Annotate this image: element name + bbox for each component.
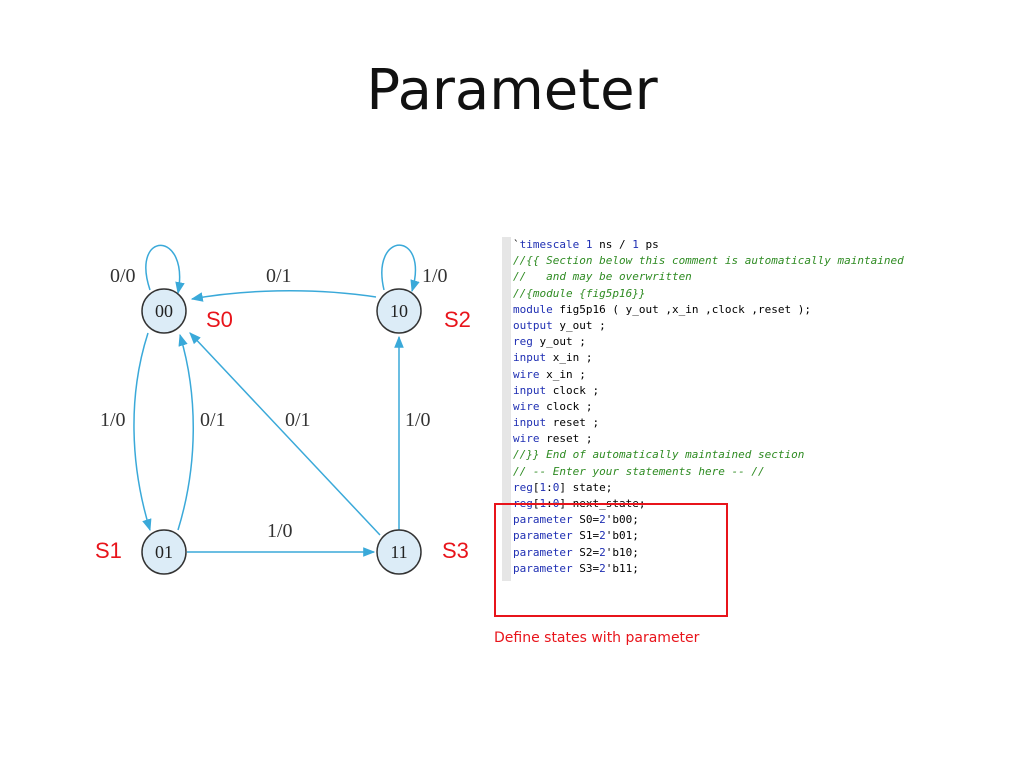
edge-label-00-self: 0/0 [110, 265, 136, 287]
code-keyword: output [513, 318, 553, 332]
edge-label-01-to-00: 0/1 [200, 409, 226, 431]
code-line: //{{ Section below this comment is autom… [513, 254, 904, 268]
code-line: //}} End of automatically maintained sec… [513, 448, 805, 462]
code-line: reg y_out ; [513, 335, 586, 349]
code-line: wire reset ; [513, 432, 593, 446]
state-diagram: 0/0 1/0 0/1 1/0 0/1 0/1 1/0 1/0 00 10 01… [95, 244, 471, 575]
code-keyword: wire [513, 399, 540, 413]
code-number: 1 [539, 480, 547, 494]
code-line: //{module {fig5p16}} [513, 286, 646, 300]
code-keyword: module [513, 302, 553, 316]
code-line: parameter S1=2'b01; [513, 529, 639, 543]
edge-label-00-to-01: 1/0 [100, 409, 126, 431]
state-node-label: 11 [390, 542, 407, 562]
edge-10-self [381, 244, 420, 293]
code-keyword: parameter [513, 545, 573, 559]
state-name-s1: S1 [95, 538, 122, 563]
state-node-10: 10 [376, 288, 422, 334]
code-keyword: wire [513, 432, 540, 446]
code-keyword: input [513, 383, 547, 397]
slide-title: Parameter [366, 58, 658, 123]
code-keyword: parameter [513, 529, 573, 543]
edge-label-01-to-11: 1/0 [267, 520, 293, 542]
state-node-label: 01 [155, 542, 173, 562]
code-keyword: parameter [513, 561, 573, 575]
code-number: 1 [632, 238, 639, 251]
edge-00-self [145, 244, 185, 295]
edge-label-11-to-10: 1/0 [405, 409, 431, 431]
code-line: // and may be overwritten [513, 270, 692, 284]
state-name-s3: S3 [442, 538, 469, 563]
edge-label-10-to-00: 0/1 [266, 265, 292, 287]
edge-label-11-to-00: 0/1 [285, 409, 311, 431]
highlight-caption: Define states with parameter [494, 630, 700, 646]
code-keyword: parameter [513, 513, 573, 527]
code-keyword: timescale [519, 238, 580, 251]
code-number: 2 [599, 513, 606, 527]
code-number: 2 [599, 529, 606, 543]
code-line: // -- Enter your statements here -- // [513, 464, 765, 478]
code-keyword: input [513, 351, 547, 365]
code-line: input x_in ; [513, 351, 593, 365]
code-line: output y_out ; [513, 318, 606, 332]
code-number: 0 [552, 480, 560, 494]
state-node-11: 11 [376, 529, 422, 575]
code-line: reg[1:0] state; [513, 480, 613, 494]
code-keyword: input [513, 416, 547, 430]
code-line: `timescale 1 ns / 1 ps [513, 238, 659, 251]
code-line: wire clock ; [513, 399, 593, 413]
edge-11-to-00 [189, 332, 381, 536]
code-number: 2 [599, 545, 606, 559]
code-line: module fig5p16 ( y_out ,x_in ,clock ,res… [513, 302, 812, 316]
code-keyword: wire [513, 367, 540, 381]
state-node-label: 10 [390, 301, 408, 321]
edge-00-to-01 [133, 332, 152, 532]
edge-10-to-00 [190, 290, 377, 302]
edge-label-10-self: 1/0 [422, 265, 448, 287]
code-number: 1 [585, 238, 593, 251]
state-name-s2: S2 [444, 307, 471, 332]
code-line: input reset ; [513, 416, 600, 430]
state-node-label: 00 [155, 301, 173, 321]
edge-01-to-00 [177, 333, 194, 531]
state-node-01: 01 [141, 529, 187, 575]
code-keyword: reg [513, 480, 533, 494]
code-line: input clock ; [513, 383, 600, 397]
code-keyword: reg [513, 335, 533, 349]
code-line: parameter S0=2'b00; [513, 513, 639, 527]
code-number: 2 [599, 561, 606, 575]
code-line: parameter S2=2'b10; [513, 545, 639, 559]
code-line: wire x_in ; [513, 367, 586, 381]
state-name-s0: S0 [206, 307, 233, 332]
code-line: parameter S3=2'b11; [513, 561, 639, 575]
state-node-00: 00 [141, 288, 187, 334]
verilog-code-block: `timescale 1 ns / 1 ps //{{ Section below… [502, 237, 983, 581]
parameter-highlight-box [494, 503, 728, 617]
